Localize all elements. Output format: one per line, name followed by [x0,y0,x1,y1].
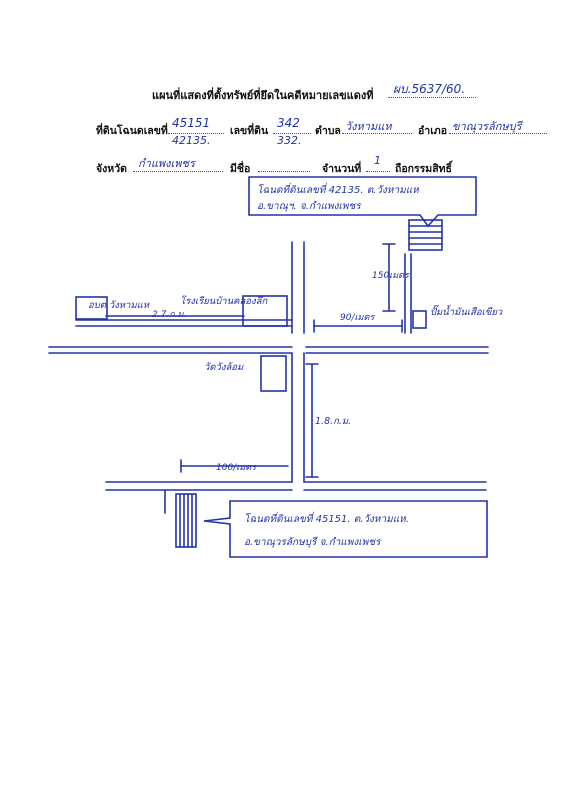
dist-center-vertical: 1.8.ก.ม. [315,416,352,427]
top-box-line-1: โฉนดที่ดินเลขที่ 42135. ต.วังหามแห [257,185,419,196]
label-temple: วัดวังล้อม [204,362,244,373]
land-no-label: เลขที่ดิน [230,125,269,137]
district-value: ขาณุวรลักษบุรี [452,120,522,133]
bottom-box-line-2: อ.ขาณุวรลักษบุรี จ.กำแพงเพชร [244,537,381,548]
label-gas-station: ปั๊มน้ำมันเสือเขียว [430,307,503,318]
land-no-value-2: 332. [277,134,302,147]
dist-bottom: 100/เมตร [216,463,256,473]
subdistrict-dots [342,133,412,134]
ownership-label: ถือกรรมสิทธิ์ [395,163,452,175]
count-value: 1 [374,154,381,167]
bottom-box-line-1: โฉนดที่ดินเลขที่ 45151. ต.วังหามแห. [244,514,409,525]
deed-label: ที่ดินโฉนดเลขที่ [96,125,168,137]
document-title: แผนที่แสดงที่ตั้งทรัพย์ที่ยึดในคดีหมายเล… [152,89,374,102]
top-box-line-2: อ.ขาณุฯ. จ.กำแพงเพชร [257,201,361,212]
deed-value-1: 45151 [172,116,211,130]
owner-dots [258,171,310,172]
land-no-value-1: 342 [277,116,300,130]
case-number: ผบ.5637/60. [393,82,466,96]
label-school: โรงเรียนบ้านคลองลึก [180,296,268,307]
province-label: จังหวัด [96,163,127,175]
case-number-dots [388,97,476,98]
dist-vertical-top: 150เมตร [372,271,409,281]
bottom-callout-box [203,500,488,558]
building-left [75,296,108,320]
land-no-dots [273,133,311,134]
temple-box [260,355,287,392]
dist-left: 2.7.ก.ม. [152,310,187,320]
district-dots [449,133,547,134]
label-left-place: อบต.วังหามแห [88,300,150,311]
deed-dots [168,133,224,134]
district-label: อำเภอ [418,125,448,137]
top-building [408,219,443,251]
province-value: กำแพงเพชร [138,157,195,170]
property-hatched [175,493,197,548]
count-dots [366,171,390,172]
school-building [242,295,288,327]
subdistrict-label: ตำบล [315,125,341,137]
province-dots [133,171,223,172]
owner-label: มีชื่อ [230,163,251,175]
subdistrict-value: วังหามแห [345,120,392,133]
deed-value-2: 42135. [172,134,211,147]
gas-station-box [412,310,427,329]
dist-right: 90/เมตร [340,313,375,323]
count-label: จำนวนที่ [322,163,362,175]
